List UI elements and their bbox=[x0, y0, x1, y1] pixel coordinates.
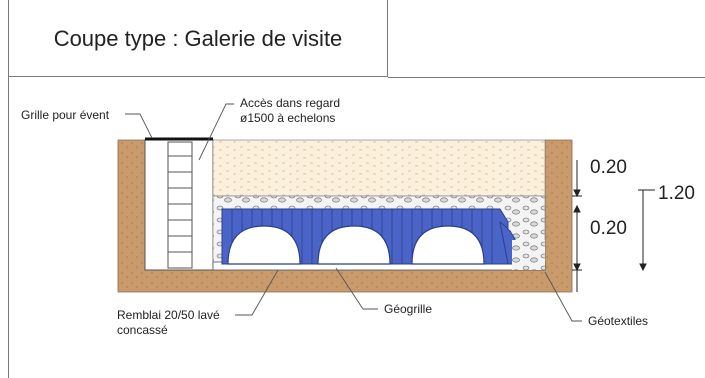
page-title: Coupe type : Galerie de visite bbox=[53, 25, 343, 51]
dimension-middle-layer: 0.20 bbox=[590, 218, 627, 239]
label-acces-line1: Accès dans regard bbox=[240, 96, 341, 110]
dimension-lines bbox=[572, 160, 655, 292]
dimension-top-layer: 0.20 bbox=[590, 157, 627, 178]
ladder bbox=[167, 141, 193, 269]
drawing-frame-left-border bbox=[8, 0, 9, 378]
access-shaft bbox=[144, 137, 224, 271]
title-box: Coupe type : Galerie de visite bbox=[8, 0, 388, 77]
label-geogrille: Géogrille bbox=[384, 302, 433, 316]
label-geotextiles: Géotextiles bbox=[588, 314, 649, 328]
label-acces-line2: ø1500 à echelons bbox=[240, 111, 336, 125]
infiltration-chambers bbox=[221, 208, 520, 265]
top-fill-layer bbox=[212, 139, 546, 197]
dimension-total: 1.20 bbox=[658, 183, 695, 204]
label-remblai-line2: concassé bbox=[117, 323, 168, 337]
label-grille-event: Grille pour évent bbox=[21, 108, 110, 122]
title-divider-line bbox=[388, 77, 705, 78]
label-remblai-line1: Remblai 20/50 lavé bbox=[117, 308, 220, 322]
leader-lines bbox=[125, 103, 582, 322]
